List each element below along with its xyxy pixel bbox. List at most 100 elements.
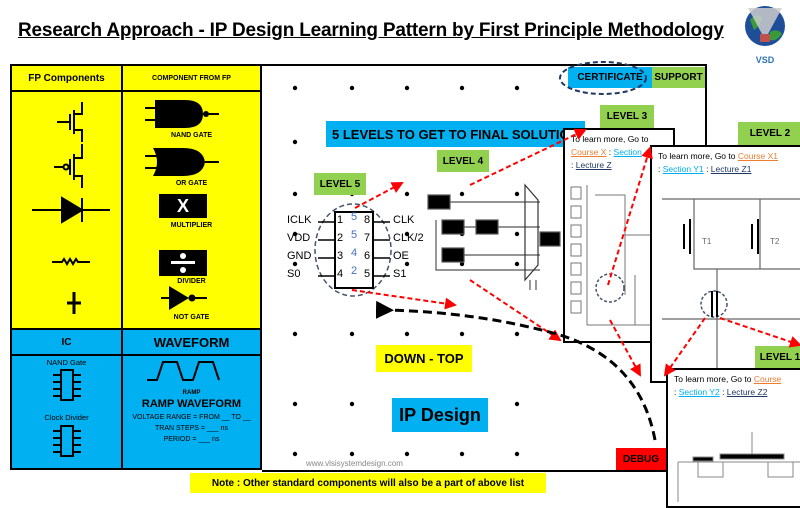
ramp-title: RAMP WAVEFORM (141, 398, 242, 410)
diode-icon (32, 196, 110, 224)
chip-pin-left: S0 (287, 268, 301, 280)
chip-pin-number: 4 (337, 268, 344, 280)
support-label: SUPPORT (654, 72, 703, 83)
resistor-icon (52, 257, 90, 266)
l2-lecture-link[interactable]: Lecture Z1 (710, 164, 752, 174)
ic-nand-label: NAND Gate (46, 358, 87, 367)
ic-body: NAND Gate Clock Divider (10, 354, 123, 470)
waveform-header-label: WAVEFORM (153, 334, 230, 350)
comp-header-label: COMPONENT FROM FP (152, 74, 231, 82)
chip-pin-number: 3 (337, 250, 344, 262)
ramp-small-label: RAMP (182, 390, 201, 396)
multiplier-symbol: X (176, 196, 189, 216)
chip-pin-blue: 4 (351, 247, 358, 259)
l3-prefix: To learn more, Go to (571, 134, 649, 144)
fp-header-label: FP Components (28, 72, 105, 84)
component-from-fp-header: COMPONENT FROM FP (121, 64, 262, 92)
nand-gate-icon (145, 100, 219, 128)
chip-pin-left: ICLK (287, 214, 312, 226)
svg-text:T1: T1 (702, 237, 712, 246)
level-4-badge: LEVEL 4 (437, 150, 489, 172)
level-2-badge: LEVEL 2 (738, 122, 800, 145)
five-levels-banner: 5 LEVELS TO GET TO FINAL SOLUTION (326, 121, 585, 147)
not-gate-icon (161, 286, 207, 310)
nand-gate-label: NAND GATE (170, 132, 213, 139)
not-gate-label: NOT GATE (173, 314, 210, 321)
nand-ic-icon (53, 369, 81, 401)
page-title: Research Approach - IP Design Learning P… (18, 20, 724, 41)
fp-components-body (10, 90, 123, 330)
ic-header: IC (10, 328, 123, 356)
level-5-label: LEVEL 5 (319, 178, 361, 190)
l3-course-link[interactable]: Course X (571, 147, 607, 157)
waveform-header: WAVEFORM (121, 328, 262, 356)
chip-pin-right: CLK/2 (393, 232, 424, 244)
ramp-period: PERIOD = ___ ns (163, 436, 220, 443)
ramp-waveform-icon (147, 361, 220, 381)
level-5-chip-icon (314, 203, 392, 297)
pmos-icon (54, 144, 83, 188)
vsd-logo: VSD (742, 2, 788, 65)
ramp-tran-steps: TRAN STEPS = ___ ns (155, 425, 228, 432)
ip-design-label: IP Design (392, 398, 488, 432)
chip-pin-right: CLK (393, 214, 415, 226)
chip-pin-right: OE (393, 250, 409, 262)
down-top-label: DOWN - TOP (376, 345, 472, 372)
chip-pin-number: 2 (337, 232, 344, 244)
level-3-badge: LEVEL 3 (600, 105, 654, 128)
ic-header-label: IC (61, 336, 72, 348)
divider-label: DIVIDER (177, 278, 206, 285)
support-badge[interactable]: SUPPORT (652, 67, 705, 88)
chip-pin-number: 5 (364, 268, 371, 280)
l1-prefix: To learn more, Go to (674, 374, 752, 384)
banner-label: 5 LEVELS TO GET TO FINAL SOLUTION (332, 126, 580, 142)
or-gate-label: OR GATE (175, 180, 208, 187)
level-1-panel: To learn more, Go to Course: Section Y2 … (666, 368, 800, 508)
clock-divider-ic-icon (53, 425, 81, 457)
certificate-badge[interactable]: CERTIFICATE (568, 67, 652, 88)
ramp-voltage-range: VOLTAGE RANGE = FROM __ TO __ (132, 414, 251, 421)
chip-pin-blue: 2 (351, 265, 358, 277)
ic-clock-divider-label: Clock Divider (44, 413, 89, 422)
level-1-badge: LEVEL 1 (755, 346, 800, 368)
level-5-badge: LEVEL 5 (314, 173, 366, 195)
l2-section-link[interactable]: Section Y1 (662, 164, 704, 174)
ip-design-text: IP Design (399, 404, 481, 425)
multiplier-icon (159, 194, 207, 218)
chip-pin-blue: 5 (351, 211, 358, 223)
debug-label: DEBUG (622, 453, 660, 465)
chip-pin-number: 1 (337, 214, 344, 226)
down-top-text: DOWN - TOP (384, 351, 464, 366)
note-bar: Note : Other standard components will al… (190, 473, 546, 493)
l3-lecture-link[interactable]: Lecture Z (575, 160, 612, 170)
level-1-mosfet-cross-section (677, 432, 800, 502)
chip-pin-number: 7 (364, 232, 371, 244)
level-2-transistor-schematic: T1T2y (662, 198, 800, 379)
watermark: www.vlsisystemdesign.com (306, 459, 403, 468)
certificate-label: CERTIFICATE (577, 72, 643, 83)
nmos-icon (57, 102, 83, 142)
waveform-body: RAMP RAMP WAVEFORM VOLTAGE RANGE = FROM … (121, 354, 262, 470)
chip-pin-right: S1 (393, 268, 407, 280)
level-3-label: LEVEL 3 (606, 111, 648, 122)
l3-section-link[interactable]: Section (613, 147, 642, 157)
level-1-label: LEVEL 1 (759, 351, 800, 363)
debug-badge[interactable]: DEBUG (616, 448, 666, 470)
level-4-schematic (427, 183, 561, 290)
chip-pin-left: VDD (287, 232, 311, 244)
note-text: Note : Other standard components will al… (211, 477, 525, 489)
multiplier-label: MULTIPLIER (170, 222, 213, 229)
l1-lecture-link[interactable]: Lecture Z2 (726, 387, 768, 397)
logo-text: VSD (755, 55, 775, 65)
l2-course-link[interactable]: Course X1 (737, 151, 779, 161)
chip-pin-left: GND (287, 250, 312, 262)
level-2-label: LEVEL 2 (749, 128, 791, 139)
level-4-label: LEVEL 4 (442, 155, 484, 167)
l2-prefix: To learn more, Go to (658, 151, 736, 161)
chip-pin-blue: 5 (351, 229, 358, 241)
l1-course-link[interactable]: Course (753, 374, 782, 384)
or-gate-icon (145, 148, 219, 176)
fp-components-header: FP Components (10, 64, 123, 92)
l1-section-link[interactable]: Section Y2 (678, 387, 720, 397)
svg-text:T2: T2 (770, 237, 780, 246)
